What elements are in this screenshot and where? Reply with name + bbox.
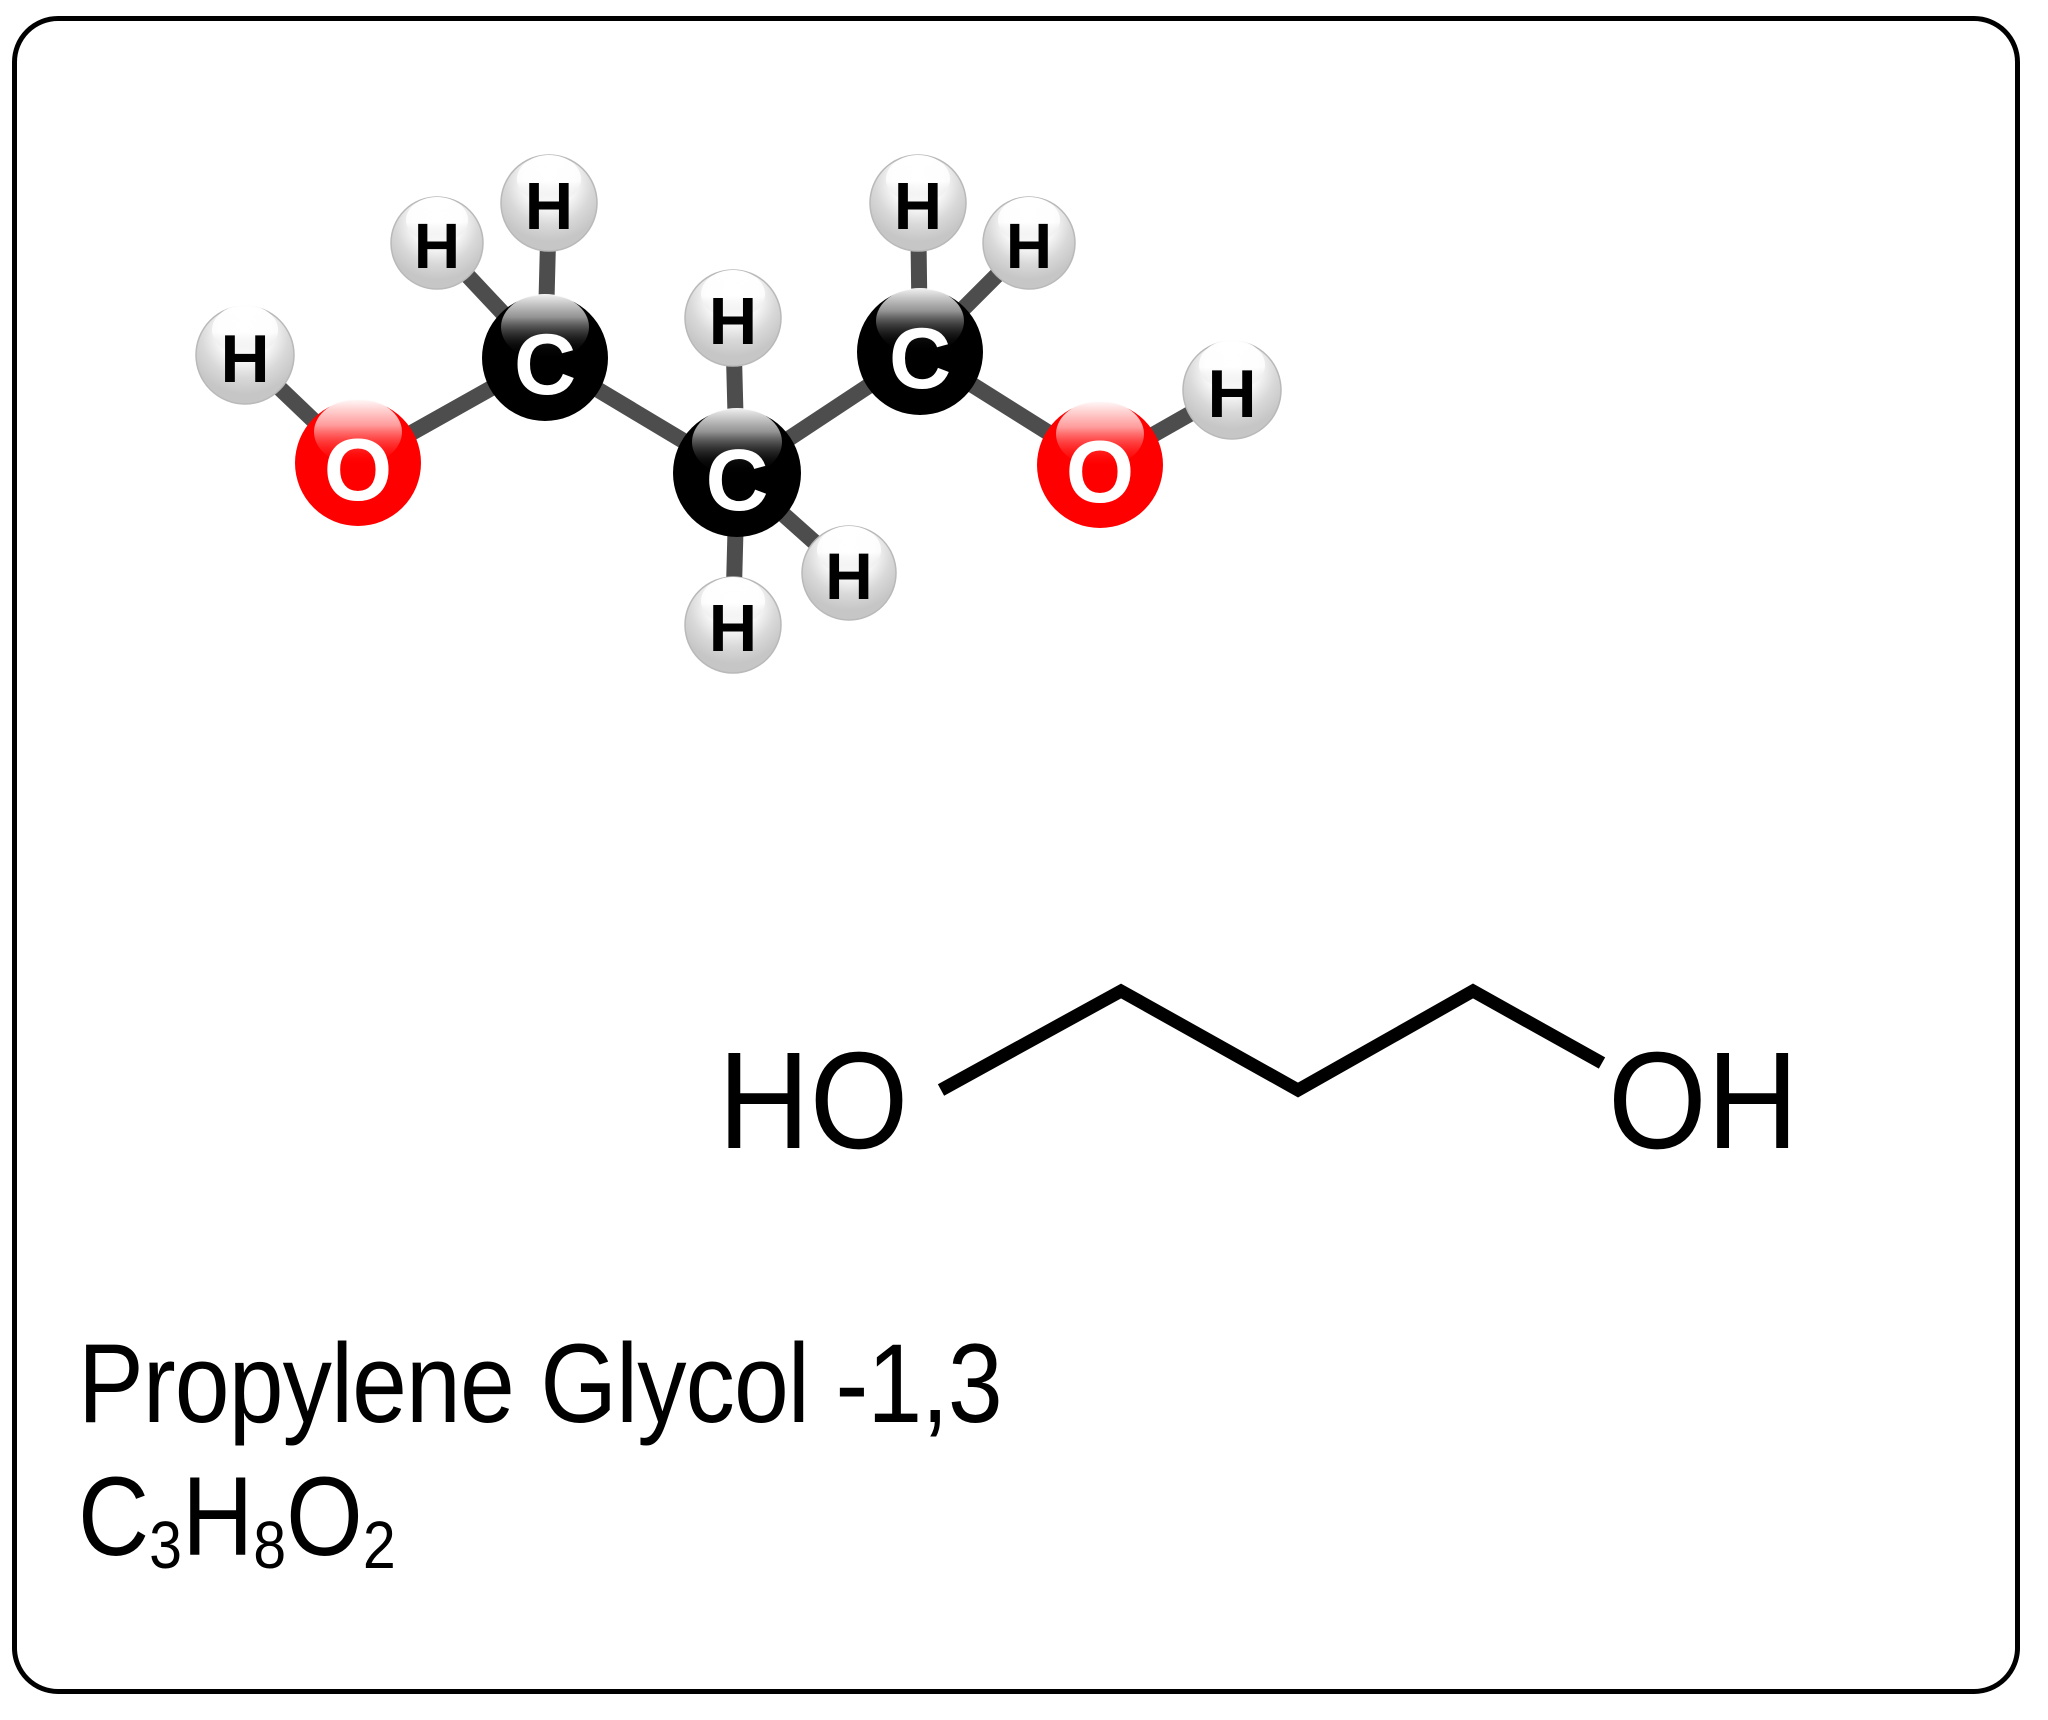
compound-name: Propylene Glycol -1,3 <box>78 1321 1003 1446</box>
formula-h: H <box>182 1453 254 1579</box>
caption-block: Propylene Glycol -1,3 C3H8O2 <box>78 1321 1478 1583</box>
skeletal-label-ho: HO <box>718 1024 909 1178</box>
skeletal-label-oh: OH <box>1608 1024 1799 1178</box>
formula-c: C <box>78 1453 150 1579</box>
molecular-formula: C3H8O2 <box>78 1453 1310 1583</box>
formula-o: O <box>286 1453 363 1579</box>
formula-h-count: 8 <box>253 1508 287 1584</box>
formula-o-count: 2 <box>362 1508 396 1584</box>
formula-c-count: 3 <box>149 1508 183 1584</box>
